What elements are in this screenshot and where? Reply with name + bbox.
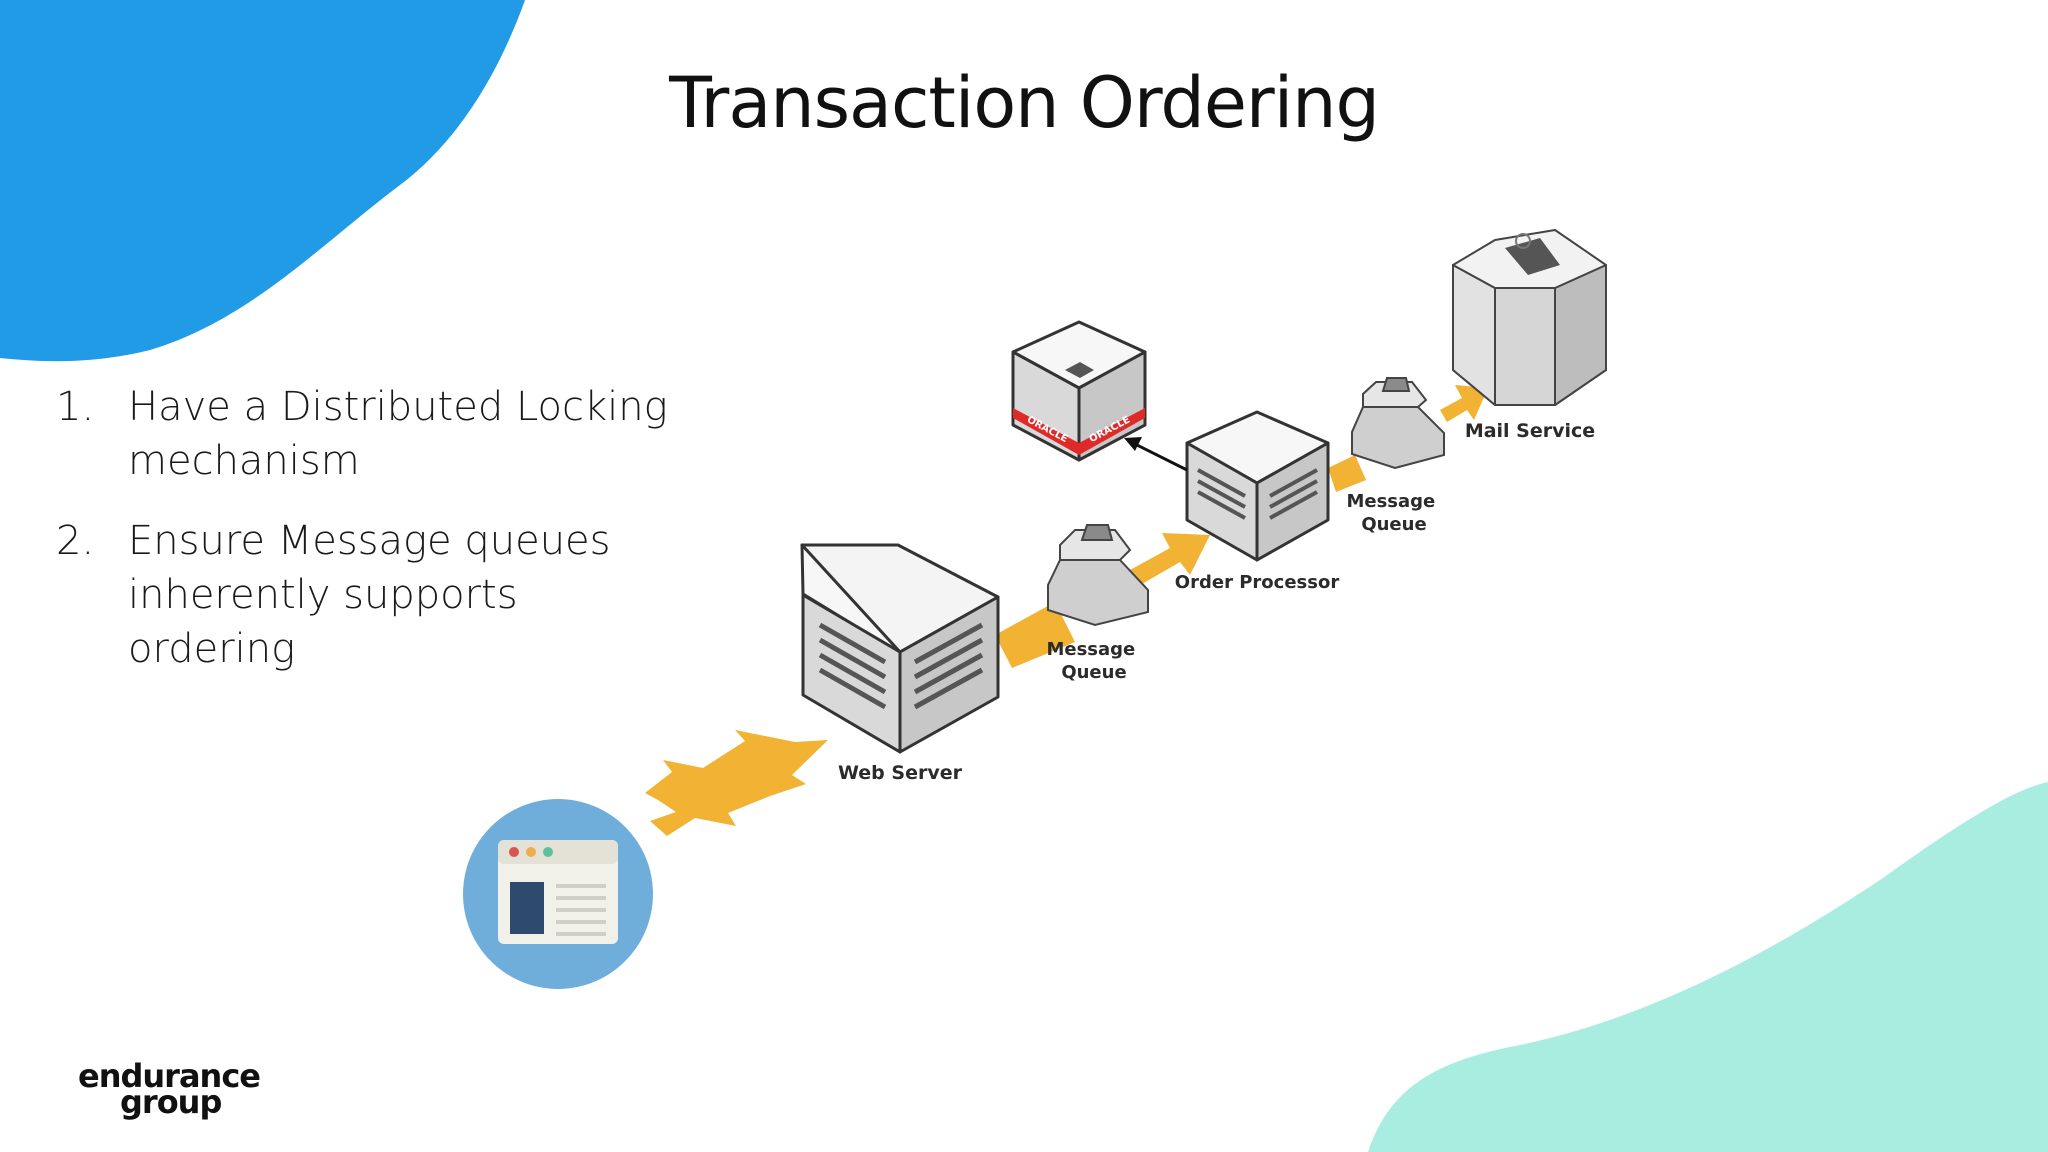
bullet-text: Have a Distributed Locking mechanism	[128, 384, 668, 484]
arrow-queue2-to-mail	[1440, 385, 1488, 422]
order-processor-icon	[1185, 410, 1330, 562]
browser-dot-orange	[526, 847, 536, 857]
flow-arrows	[645, 385, 1488, 836]
bullet-number: 2.	[56, 518, 95, 564]
slide-title: Transaction Ordering	[669, 62, 1380, 144]
database-icon	[1011, 320, 1147, 462]
order-processor-label: Order Processor	[1175, 572, 1340, 593]
mail-service-label: Mail Service	[1465, 420, 1595, 442]
mint-blob	[1368, 782, 2048, 1152]
gear-icon	[1515, 233, 1531, 249]
message-queue-2-icon	[1351, 377, 1445, 470]
message-queue-2-label: Message Queue	[1346, 491, 1441, 535]
message-queue-1-label-line1: Message	[1046, 639, 1135, 660]
web-server-label: Web Server	[838, 762, 963, 784]
oracle-band	[1013, 408, 1145, 455]
arrow-client-webserver	[645, 730, 828, 836]
blue-blob	[0, 0, 525, 362]
mail-service-icon	[1452, 229, 1607, 406]
arrow-queue1-to-order-processor	[1130, 533, 1210, 584]
bullet-number: 1.	[56, 384, 95, 430]
arrow-processor-to-database	[1124, 437, 1188, 472]
logo-line-1: endurance	[78, 1057, 261, 1095]
message-queue-2-label-line1: Message	[1346, 491, 1435, 512]
arrow-webserver-to-queue1	[995, 602, 1075, 668]
web-server-icon	[800, 543, 1000, 754]
message-queue-1-label: Message Queue	[1046, 639, 1141, 683]
message-queue-2-label-line2: Queue	[1361, 514, 1426, 535]
browser-dot-green	[543, 847, 553, 857]
client-browser	[463, 799, 653, 989]
message-queue-1-icon	[1047, 524, 1149, 627]
endurance-group-logo: endurance group	[78, 1060, 261, 1121]
bullet-item: 1. Have a Distributed Locking mechanism	[56, 380, 756, 488]
logo-line-2: group	[120, 1083, 222, 1121]
bullet-list: 1. Have a Distributed Locking mechanism …	[56, 380, 756, 676]
browser-dot-red	[509, 847, 519, 857]
bullet-item: 2. Ensure Message queues inherently supp…	[56, 514, 756, 676]
arrow-processor-to-queue2	[1328, 455, 1366, 492]
bullet-text: Ensure Message queues inherently support…	[128, 518, 611, 672]
message-queue-1-label-line2: Queue	[1061, 662, 1126, 683]
